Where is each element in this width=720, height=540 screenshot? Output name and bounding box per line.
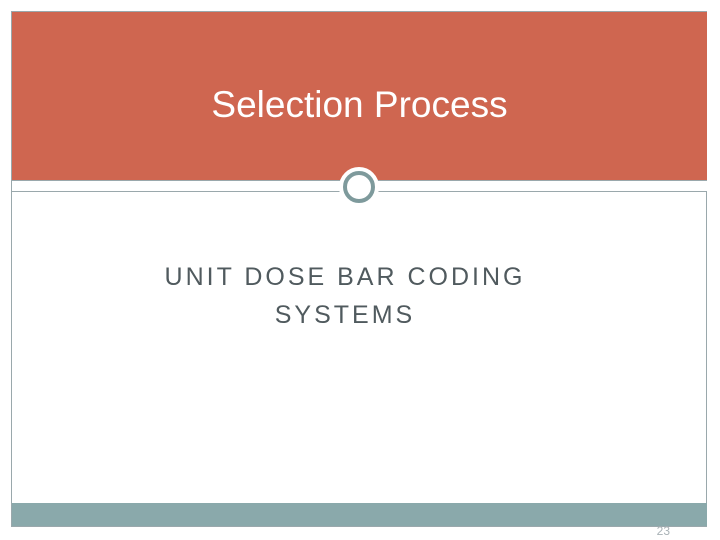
slide-title: Selection Process bbox=[211, 84, 508, 125]
footer-band bbox=[12, 503, 707, 526]
slide-subtitle: UNIT DOSE BAR CODING SYSTEMS bbox=[164, 263, 526, 329]
ring-circle bbox=[343, 171, 375, 203]
page-number: 23 bbox=[656, 524, 670, 538]
title-band: Selection Process bbox=[12, 12, 707, 180]
slide-frame bbox=[11, 11, 707, 527]
divider-ring-ornament bbox=[339, 167, 379, 207]
